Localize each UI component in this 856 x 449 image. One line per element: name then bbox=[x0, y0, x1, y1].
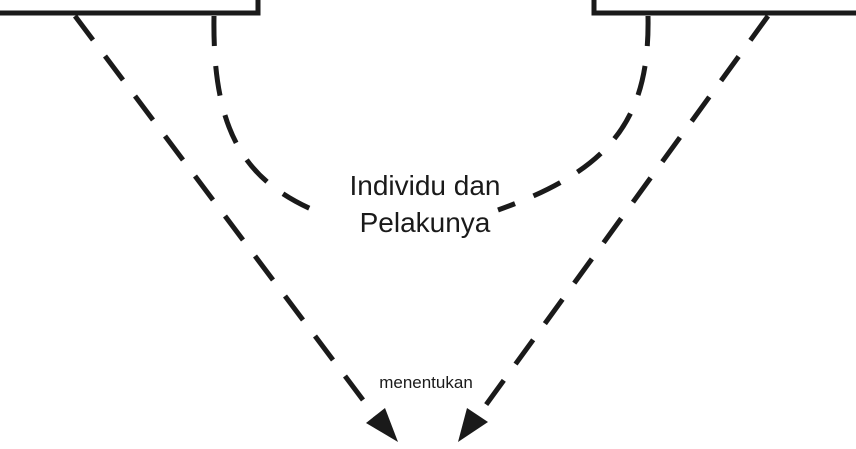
arrow-label: menentukan bbox=[379, 373, 473, 392]
top-left-box bbox=[0, 0, 261, 16]
outer-left-arrowhead bbox=[366, 408, 398, 442]
top-right-box bbox=[591, 0, 856, 16]
outer-right-dashed-line bbox=[472, 14, 771, 422]
inner-left-dashed-curve bbox=[211, 15, 326, 218]
outer-left-dashed-line bbox=[73, 14, 380, 422]
center-label-line2: Pelakunya bbox=[360, 207, 491, 238]
center-label-line1: Individu dan bbox=[349, 170, 500, 201]
inner-right-dashed-curve bbox=[497, 15, 651, 213]
outer-right-arrowhead bbox=[458, 408, 488, 442]
